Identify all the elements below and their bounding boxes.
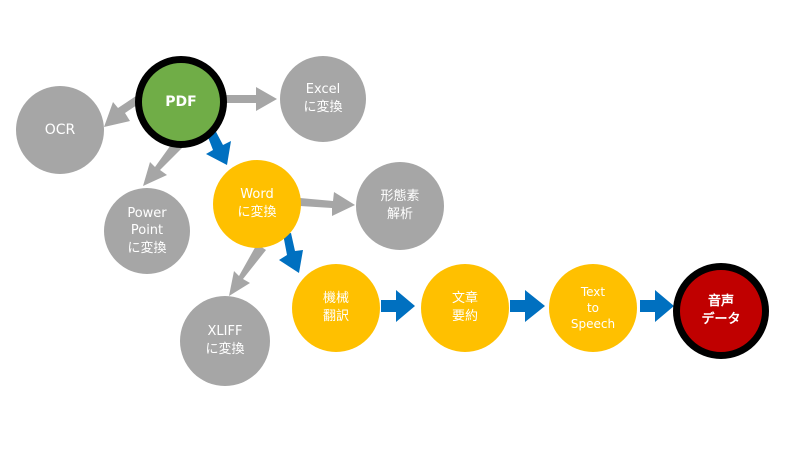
node-excel: Excel に変換 [280,56,366,142]
node-summary: 文章 要約 [421,264,509,352]
arrow-pdf-to-ocr [104,96,140,127]
node-tts-label: Text to Speech [570,284,616,332]
arrow-pdf-to-word [206,128,231,165]
node-morph-label: 形態素 解析 [380,189,420,222]
arrow-pdf-to-powerpoint [143,142,182,186]
node-audio-label: 音声 データ [701,294,741,327]
arrow-tts-to-audio [640,290,674,322]
node-morph: 形態素 解析 [356,162,444,250]
node-ocr: OCR [16,86,104,174]
node-powerpoint-label: Power Point に変換 [127,205,167,256]
node-powerpoint: Power Point に変換 [104,188,190,274]
arrow-word-to-morph [300,192,355,216]
node-excel-label: Excel に変換 [303,82,343,115]
arrow-word-to-xliff [229,244,266,296]
node-summary-label: 文章 要約 [451,291,478,324]
arrow-summary-to-tts [510,290,545,322]
node-mt-label: 機械 翻訳 [322,291,349,324]
arrow-pdf-to-excel [224,87,277,111]
node-word-label: Word に変換 [237,187,277,220]
node-mt: 機械 翻訳 [292,264,380,352]
node-audio: 音声 データ [673,263,769,359]
node-tts: Text to Speech [549,264,637,352]
arrow-mt-to-summary [381,290,415,322]
node-word: Word に変換 [213,160,301,248]
node-ocr-label: OCR [44,121,76,138]
node-xliff-label: XLIFF に変換 [205,324,245,357]
arrow-word-to-mt [279,233,303,273]
node-pdf-label: PDF [165,93,197,110]
node-xliff: XLIFF に変換 [180,296,270,386]
node-pdf: PDF [135,56,227,148]
